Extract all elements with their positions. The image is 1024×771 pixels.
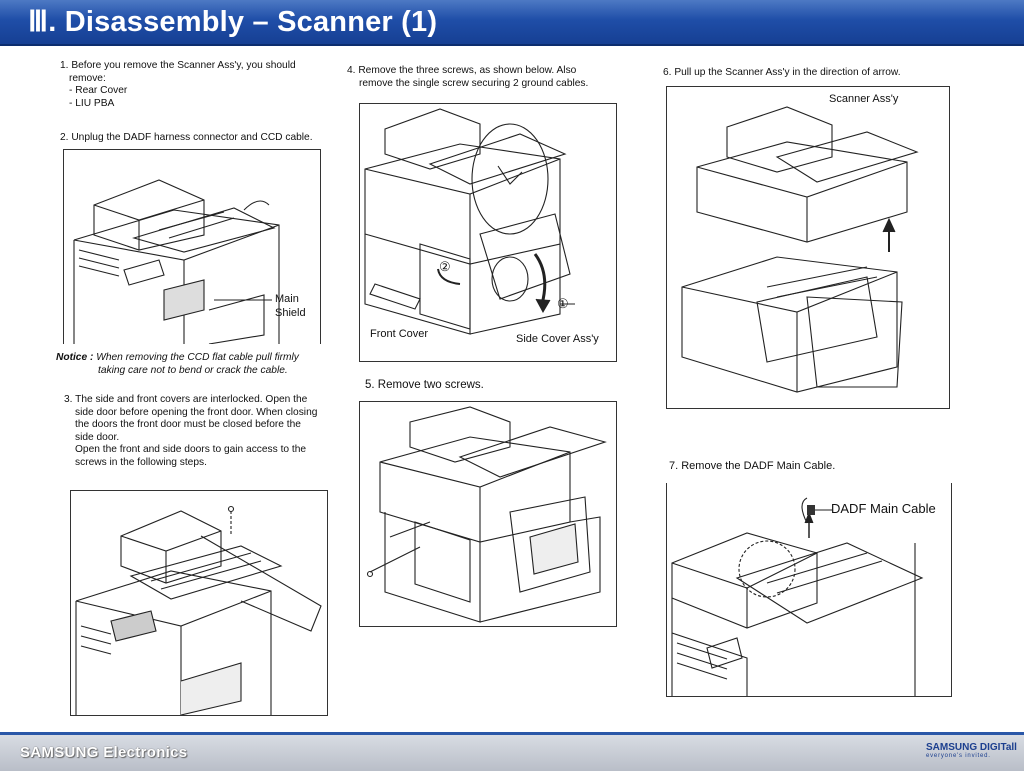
printer-illustration — [73, 179, 280, 344]
front-cover-label: Front Cover — [370, 328, 429, 340]
scanner-assy-label: Scanner Ass'y — [829, 93, 899, 105]
page-title: Ⅲ. Disassembly – Scanner (1) — [28, 6, 438, 38]
step4-line: 4. Remove the three screws, as shown bel… — [347, 65, 577, 76]
figure-step3 — [70, 490, 328, 716]
logo-top-text: SAMSUNG DIGITall — [926, 742, 1017, 753]
figure-step4: ② ① Front Cover Side Cover Ass'y — [359, 103, 617, 362]
step4-line: remove the single screw securing 2 groun… — [359, 77, 589, 89]
step6-line: 6. Pull up the Scanner Ass'y in the dire… — [663, 67, 901, 78]
step3-line: screws in the following steps. — [75, 456, 207, 468]
step2-text: 2. Unplug the DADF harness connector and… — [60, 132, 313, 145]
figure-step7: DADF Main Cable — [666, 483, 952, 697]
step1-line: - Rear Cover — [69, 85, 128, 96]
printer-illustration — [366, 406, 607, 623]
step6-text: 6. Pull up the Scanner Ass'y in the dire… — [663, 67, 901, 80]
notice-line2: taking care not to bend or crack the cab… — [98, 364, 288, 376]
figure-step5 — [359, 401, 617, 627]
step3-line: Open the front and side doors to gain ac… — [75, 444, 307, 455]
title-bar: Ⅲ. Disassembly – Scanner (1) — [0, 0, 1024, 46]
num-1-label: ① — [557, 296, 569, 311]
notice-label: Notice : — [56, 352, 94, 363]
step4-text: 4. Remove the three screws, as shown bel… — [347, 65, 588, 90]
step7-text: 7. Remove the DADF Main Cable. — [669, 460, 835, 473]
side-cover-label: Side Cover Ass'y — [516, 333, 599, 345]
logo-bottom-text: everyone's invited. — [926, 753, 991, 759]
printer-illustration — [75, 505, 322, 715]
num-2-label: ② — [439, 259, 451, 274]
main-shield-line: Shield — [275, 307, 306, 319]
step7-line: 7. Remove the DADF Main Cable. — [669, 460, 836, 472]
step1-line: - LIU PBA — [69, 97, 115, 109]
figure-step6: Scanner Ass'y — [666, 86, 950, 409]
step1-line: remove: — [69, 72, 106, 84]
notice-text: Notice : When removing the CCD flat cabl… — [56, 352, 299, 377]
main-shield-label: Main Shield — [275, 292, 306, 320]
step3-text: 3. The side and front covers are interlo… — [64, 394, 317, 469]
step2-line: 2. Unplug the DADF harness connector and… — [60, 132, 313, 143]
step3-line: side door. — [75, 431, 120, 443]
main-shield-line: Main — [275, 293, 299, 305]
samsung-digitall-logo: SAMSUNG DIGITall everyone's invited. — [926, 742, 1017, 764]
step1-line: 1. Before you remove the Scanner Ass'y, … — [60, 60, 296, 71]
printer-illustration — [681, 106, 919, 393]
step3-line: 3. The side and front covers are interlo… — [64, 394, 308, 405]
step5-text: 5. Remove two screws. — [365, 379, 484, 392]
step5-line: 5. Remove two screws. — [365, 379, 484, 391]
printer-illustration — [364, 108, 575, 335]
footer-brand: SAMSUNG Electronics — [20, 744, 188, 761]
step3-line: side door before opening the front door.… — [75, 406, 318, 418]
step3-line: the doors the front door must be closed … — [75, 419, 301, 430]
figure-step2: Main Shield — [63, 149, 321, 344]
step1-text: 1. Before you remove the Scanner Ass'y, … — [60, 60, 296, 110]
printer-illustration — [671, 497, 924, 696]
notice-line1: When removing the CCD flat cable pull fi… — [96, 352, 299, 363]
footer: SAMSUNG Electronics SAMSUNG DIGITall eve… — [0, 732, 1024, 771]
dadf-main-cable-label: DADF Main Cable — [831, 501, 936, 516]
